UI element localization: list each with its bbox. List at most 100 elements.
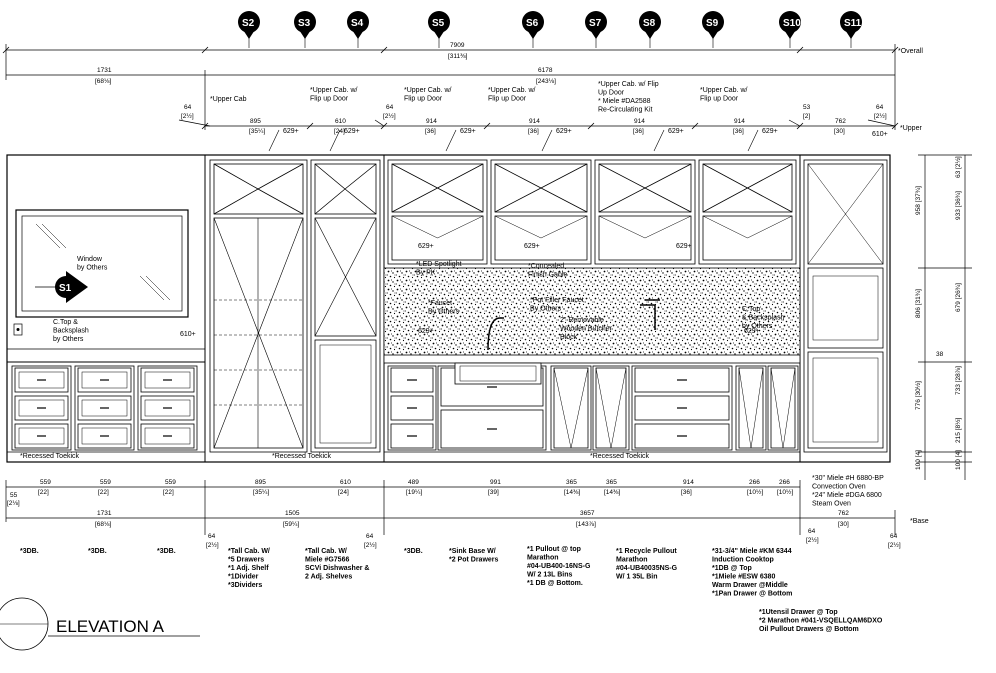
base-seg-dim: 559	[100, 479, 111, 486]
upper-seg-dim-inch: [36]	[633, 128, 644, 135]
window	[15, 209, 189, 318]
bottom-1731-inch: [68⅛]	[95, 521, 111, 528]
right-dim: 958 [37¾]	[915, 186, 922, 215]
dim-tick	[380, 122, 388, 130]
top-dimensions	[5, 44, 896, 130]
toekick-callout: *Recessed Toekick	[590, 453, 650, 460]
base-seg-dim-inch: [10½]	[747, 488, 763, 496]
base-seg-dim-inch: [22]	[98, 489, 109, 496]
top-note: *Upper Cab. w/Flip up Door	[404, 87, 452, 103]
upper-seg-dim-inch: [36]	[733, 128, 744, 135]
dim-tick	[691, 122, 699, 130]
upper-seg-dim-inch: [36]	[425, 128, 436, 135]
faucet-icon	[487, 317, 504, 351]
base-55-dim-inch: [2⅛]	[7, 500, 20, 507]
bottom-64-b: 64	[366, 533, 374, 540]
right-vertical-dims	[918, 154, 972, 480]
leader-line	[541, 129, 553, 152]
base-seg-dim: 559	[40, 479, 51, 486]
section-marker-s2: S2	[238, 11, 260, 48]
dim-tick	[891, 122, 899, 130]
section-label: S10	[783, 18, 801, 29]
section-marker-s1: S1	[35, 271, 88, 303]
section-label: S3	[298, 18, 311, 29]
leader-line	[329, 129, 341, 152]
bottom-dimensions	[5, 480, 896, 535]
top-notes: *Upper Cab*Upper Cab. w/Flip up Door*Upp…	[210, 81, 748, 114]
height-marker: 610+	[180, 331, 196, 338]
bottom-64-c-inch: [2½]	[806, 536, 819, 544]
outlet-dot-icon	[16, 328, 20, 331]
bottom-1505-dim: 1505	[285, 510, 300, 517]
countertop	[383, 354, 801, 364]
base-seg-dim-inch: [35¼]	[253, 489, 269, 496]
dim-tick	[796, 46, 804, 54]
dim-38: 38	[936, 351, 944, 358]
height-marker: 629+	[556, 128, 572, 135]
right-dim: 806 [31¾]	[915, 289, 922, 318]
upper-cabinet	[387, 159, 488, 265]
sink	[454, 362, 542, 385]
leader-line	[747, 129, 759, 152]
upper-cabinets	[387, 159, 797, 265]
section-marker-s7: S7	[585, 11, 607, 48]
center-base-cabinets	[387, 365, 799, 451]
base-seg-dim: 895	[255, 479, 266, 486]
section-marker-s5: S5	[428, 11, 450, 48]
section-marker-s10: S10	[779, 11, 801, 48]
upper-seg-dim: 914	[734, 118, 745, 125]
height-marker: 629+	[283, 128, 299, 135]
height-marker: 629+	[524, 243, 540, 250]
upper-seg-dim: 914	[529, 118, 540, 125]
base-cabinet	[592, 365, 630, 451]
base-seg-dim-inch: [39]	[488, 489, 499, 496]
dim-tick	[306, 122, 314, 130]
base-seg-dim-inch: [14⅜]	[604, 489, 620, 496]
base-seg-dim-inch: [24]	[338, 489, 349, 496]
section-label: S1	[59, 283, 72, 294]
bottom-note: *Sink Base W/*2 Pot Drawers	[449, 548, 499, 564]
base-seg-dim: 365	[566, 479, 577, 486]
title-block: ELEVATION A	[0, 597, 200, 651]
dim-tick	[380, 46, 388, 54]
base-seg-dim-inch: [19¼]	[406, 489, 422, 496]
right-dim-2: 679 [26¾]	[955, 283, 962, 312]
base-seg-dim: 365	[606, 479, 617, 486]
height-marker: 629+	[744, 328, 760, 335]
left-run-dim-inch: [68⅛]	[95, 78, 111, 85]
left-drawer-bases	[11, 365, 198, 451]
height-marker: 629+	[344, 128, 360, 135]
section-label: S6	[526, 18, 539, 29]
dim-64-right: 64	[876, 104, 884, 111]
dim-tick	[891, 46, 899, 54]
granite-backsplash	[383, 267, 801, 363]
upper-seg-dim-inch: [30]	[834, 128, 845, 135]
right-dim-2: 100 [4]	[955, 450, 962, 470]
base-cabinet	[631, 365, 733, 451]
section-label: S11	[844, 18, 862, 29]
right-dim-2: 63 [2½]	[954, 156, 962, 178]
dim-64-left: 64	[184, 104, 192, 111]
overall-dim-inch: [311⅜]	[448, 53, 468, 60]
bottom-note: *Tall Cab. W/*5 Drawers*1 Adj. Shelf*1Di…	[228, 548, 270, 589]
mid-run-dim-inch: [243⅛]	[536, 78, 556, 85]
height-marker: 629+	[676, 243, 692, 250]
dim-tick	[483, 122, 491, 130]
section-label: S9	[706, 18, 719, 29]
upper-seg-dim: 895	[250, 118, 261, 125]
dim-tick	[201, 46, 209, 54]
tall-cabinets	[209, 159, 381, 453]
base-seg-dim-inch: [10½]	[777, 488, 793, 496]
top-dimension-ticks	[2, 46, 899, 130]
upper-seg-dim: 762	[835, 118, 846, 125]
bottom-64-a-inch: [2½]	[206, 541, 219, 549]
toekick-callout: *Recessed Toekick	[272, 453, 332, 460]
